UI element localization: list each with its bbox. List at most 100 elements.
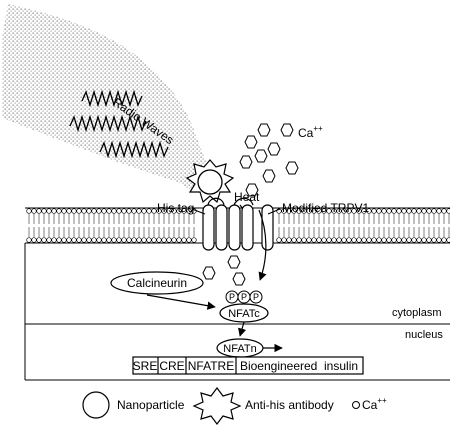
lipid-head	[91, 237, 97, 243]
lipid-head	[436, 208, 442, 214]
lipid-head	[401, 208, 407, 214]
lipid-head	[321, 237, 327, 243]
lipid-head	[41, 237, 47, 243]
lipid-head	[96, 237, 102, 243]
lipid-head	[146, 237, 152, 243]
lipid-head	[51, 208, 57, 214]
lipid-head	[386, 237, 392, 243]
lipid-head	[151, 208, 157, 214]
legend-antibody-icon	[192, 387, 242, 425]
lipid-head	[396, 237, 402, 243]
lipid-head	[171, 208, 177, 214]
lipid-head	[191, 237, 197, 243]
lipid-head	[361, 208, 367, 214]
lipid-head	[336, 208, 342, 214]
lipid-head	[316, 208, 322, 214]
trpv1-pointer	[267, 208, 281, 215]
lipid-head	[366, 237, 372, 243]
phosphate-1-label: P	[229, 292, 235, 302]
legend-nanoparticle-icon	[82, 391, 110, 419]
phosphate-groups: P P P	[225, 290, 263, 304]
lipid-head	[176, 208, 182, 214]
lipid-head	[166, 208, 172, 214]
lipid-head	[291, 237, 297, 243]
lipid-head	[381, 208, 387, 214]
lipid-head	[426, 208, 432, 214]
lipid-head	[161, 208, 167, 214]
calcium-influx-arrow	[258, 209, 267, 281]
modified-trpv1-channel	[202, 197, 274, 251]
lipid-head	[111, 208, 117, 214]
lipid-head	[61, 237, 67, 243]
lipid-head	[386, 208, 392, 214]
lipid-head	[391, 208, 397, 214]
calcineurin-ellipse	[110, 271, 204, 295]
lipid-head	[336, 237, 342, 243]
lipid-head	[26, 208, 32, 214]
lipid-head	[416, 237, 422, 243]
cytoplasm-label: cytoplasm	[392, 307, 442, 319]
lipid-head	[321, 208, 327, 214]
lipid-head	[66, 237, 72, 243]
lipid-head	[356, 237, 362, 243]
lipid-head	[151, 237, 157, 243]
lipid-head	[111, 237, 117, 243]
lipid-head	[296, 208, 302, 214]
lipid-head	[441, 208, 447, 214]
lipid-head	[316, 237, 322, 243]
lipid-head	[181, 208, 187, 214]
lipid-head	[311, 237, 317, 243]
lipid-head	[116, 208, 122, 214]
lipid-head	[356, 208, 362, 214]
lipid-head	[276, 237, 282, 243]
lipid-head	[56, 208, 62, 214]
lipid-head	[121, 237, 127, 243]
lipid-head	[56, 237, 62, 243]
calcium-ions-intracellular	[202, 255, 246, 286]
lipid-head	[146, 208, 152, 214]
lipid-head	[441, 237, 447, 243]
sre-segment: SRE	[133, 359, 158, 373]
lipid-head	[96, 208, 102, 214]
nfatre-segment: NFATRE	[188, 359, 234, 373]
lipid-head	[76, 237, 82, 243]
lipid-head	[431, 208, 437, 214]
lipid-head	[46, 208, 52, 214]
lipid-head	[371, 237, 377, 243]
lipid-head	[421, 208, 427, 214]
calcineurin-label: Calcineurin	[127, 276, 187, 290]
lipid-head	[131, 237, 137, 243]
lipid-head	[406, 208, 412, 214]
lipid-head	[286, 237, 292, 243]
legend-calcium-label: Ca++	[362, 396, 387, 412]
lipid-head	[141, 237, 147, 243]
legend-antibody-label: Anti-his antibody	[245, 398, 334, 412]
modified-trpv1-label: Modified TRPV1	[282, 201, 369, 215]
lipid-head	[391, 237, 397, 243]
lipid-head	[416, 208, 422, 214]
lipid-head	[71, 237, 77, 243]
lipid-head	[426, 237, 432, 243]
lipid-head	[131, 208, 137, 214]
insulin-gene-segment: Bioengineered insulin	[240, 359, 358, 373]
lipid-head	[301, 208, 307, 214]
lipid-head	[446, 237, 450, 243]
lipid-head	[331, 208, 337, 214]
lipid-head	[86, 237, 92, 243]
lipid-head	[161, 237, 167, 243]
lipid-head	[366, 208, 372, 214]
lipid-head	[156, 237, 162, 243]
radio-wave-line-3	[99, 140, 169, 159]
calcineurin-arrow	[146, 294, 216, 310]
legend: Nanoparticle Anti-his antibody Ca++	[82, 387, 387, 425]
lipid-head	[326, 237, 332, 243]
lipid-head	[291, 208, 297, 214]
lipid-head	[371, 208, 377, 214]
lipid-head	[186, 237, 192, 243]
lipid-head	[431, 237, 437, 243]
legend-nanoparticle-label: Nanoparticle	[117, 398, 185, 412]
lipid-head	[46, 237, 52, 243]
lipid-head	[361, 237, 367, 243]
lipid-head	[166, 237, 172, 243]
